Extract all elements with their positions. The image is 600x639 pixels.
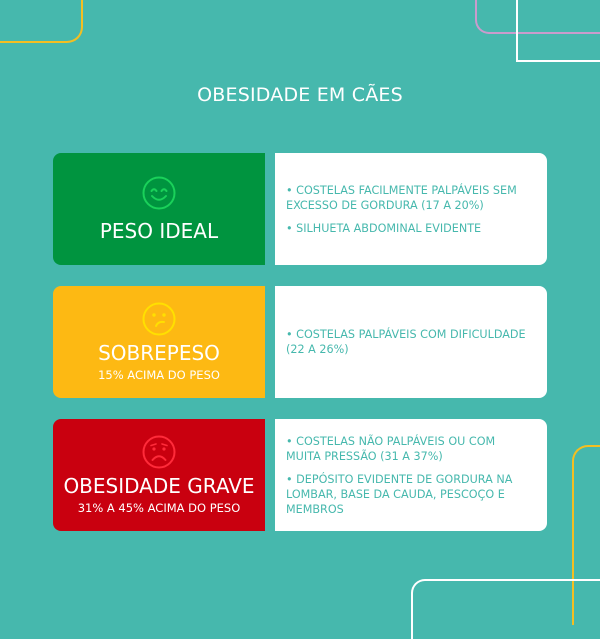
- category-subtitle: 31% A 45% ACIMA DO PESO: [77, 501, 241, 515]
- category-label: SOBREPESO: [98, 341, 220, 365]
- decorative-line-white-bottom: [411, 579, 600, 639]
- description-panel-obesidade: • COSTELAS NÃO PALPÁVEIS OU COM MUITA PR…: [275, 419, 547, 531]
- category-panel-sobrepeso: SOBREPESO 15% ACIMA DO PESO: [53, 286, 265, 398]
- decorative-line-purple-top-right: [475, 0, 600, 34]
- card-obesidade-grave: OBESIDADE GRAVE 31% A 45% ACIMA DO PESO …: [53, 419, 547, 531]
- category-label: PESO IDEAL: [99, 219, 219, 243]
- description-bullet: • COSTELAS PALPÁVEIS COM DIFICULDADE (22…: [286, 328, 526, 356]
- page-title: OBESIDADE EM CÃES: [197, 84, 403, 106]
- description-bullet: • COSTELAS FACILMENTE PALPÁVEIS SEM EXCE…: [286, 183, 517, 212]
- decorative-line-yellow-top-left: [0, 0, 83, 43]
- card-sobrepeso: SOBREPESO 15% ACIMA DO PESO • COSTELAS P…: [53, 286, 547, 398]
- worried-face-icon: [141, 434, 177, 470]
- category-subtitle: 15% ACIMA DO PESO: [98, 368, 220, 382]
- description-panel-sobrepeso: • COSTELAS PALPÁVEIS COM DIFICULDADE (22…: [275, 286, 547, 398]
- decorative-line-white-top-right: [516, 0, 600, 62]
- category-panel-obesidade: OBESIDADE GRAVE 31% A 45% ACIMA DO PESO: [53, 419, 265, 531]
- description-panel-ideal: • COSTELAS FACILMENTE PALPÁVEIS SEM EXCE…: [275, 153, 547, 265]
- decorative-line-yellow-bottom-right: [572, 445, 600, 625]
- category-label: OBESIDADE GRAVE: [63, 474, 255, 498]
- sad-face-icon: [141, 301, 177, 337]
- description-bullet: • COSTELAS NÃO PALPÁVEIS OU COM MUITA PR…: [286, 434, 496, 463]
- happy-face-icon: [141, 175, 177, 211]
- card-peso-ideal: PESO IDEAL • COSTELAS FACILMENTE PALPÁVE…: [53, 153, 547, 265]
- description-bullet: • DEPÓSITO EVIDENTE DE GORDURA NA LOMBAR…: [286, 472, 513, 516]
- category-panel-ideal: PESO IDEAL: [53, 153, 265, 265]
- description-bullet: • SILHUETA ABDOMINAL EVIDENTE: [286, 221, 482, 235]
